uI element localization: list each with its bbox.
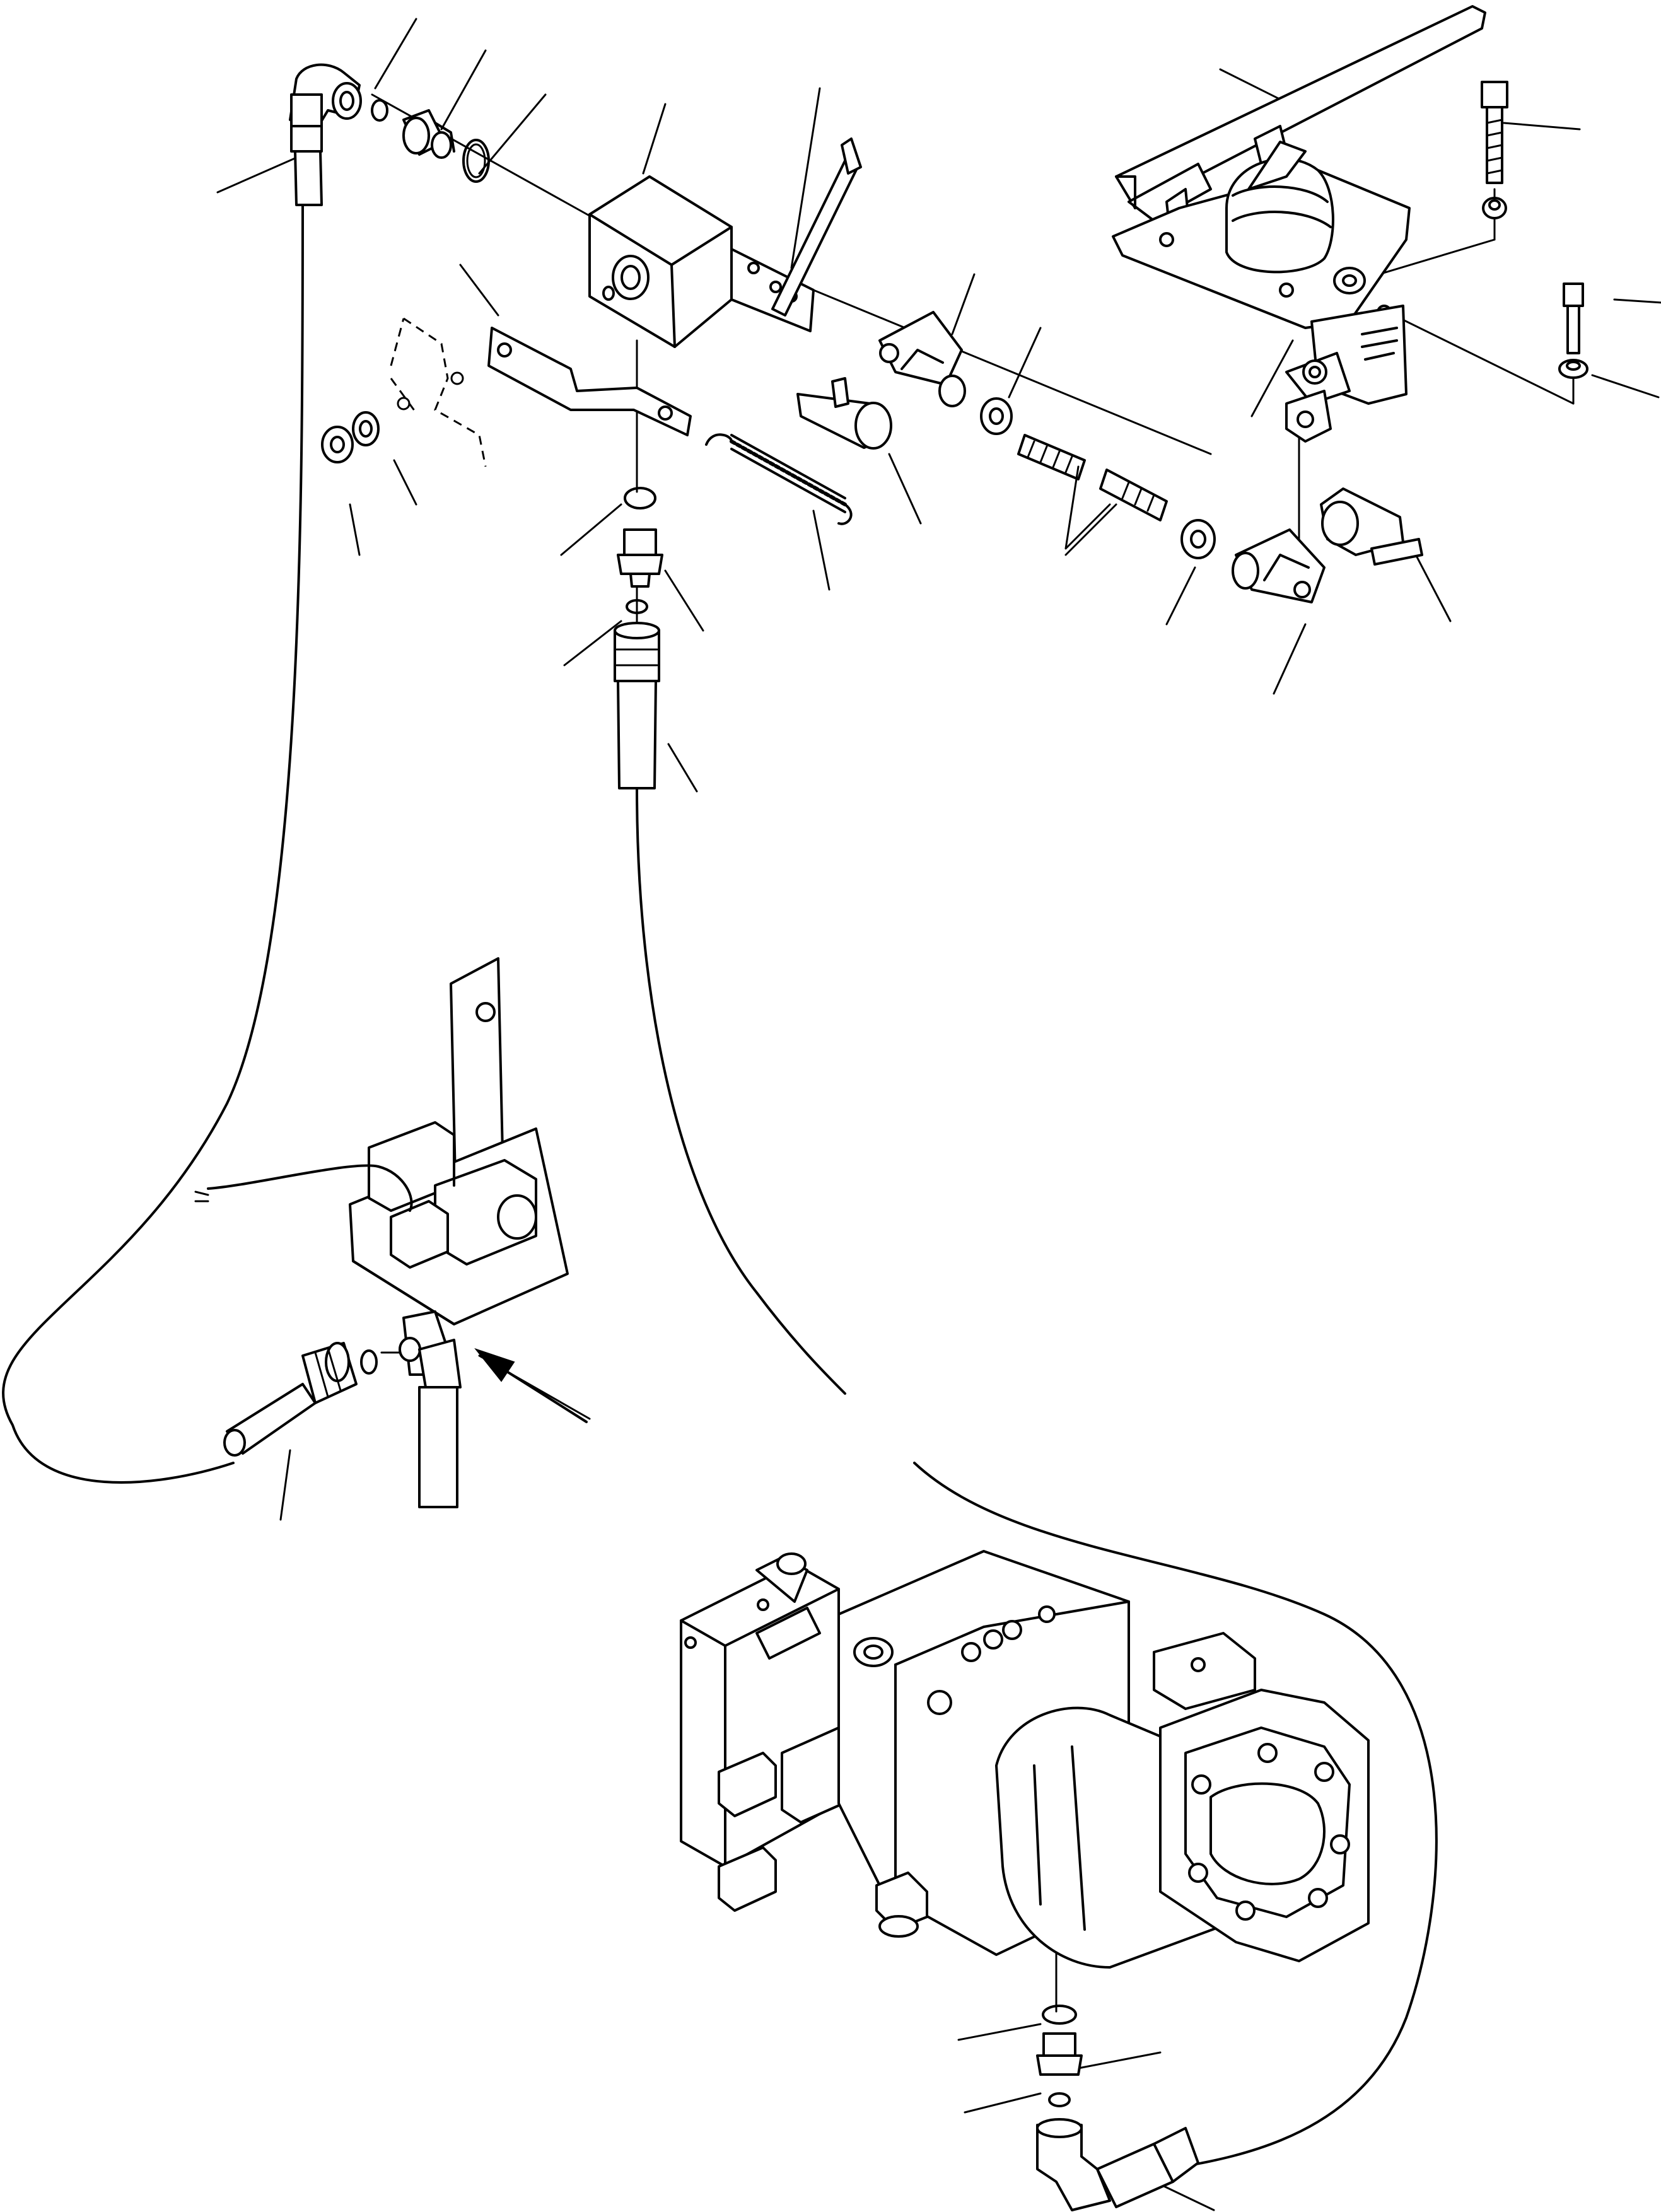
nut-left [321, 426, 354, 463]
leader-lines [216, 18, 1661, 2211]
o-ring-bottom-upper [1042, 2005, 1077, 2025]
o-ring-center-lower [626, 599, 648, 614]
bolt-pedal-right [1558, 282, 1588, 379]
clip-pin-right [1320, 487, 1423, 566]
nipple-fitting-center [617, 528, 663, 588]
o-ring-bottom-lower [1048, 2092, 1071, 2107]
washer-left [352, 411, 380, 446]
tension-spring [705, 433, 853, 525]
lock-nut-a [980, 397, 1013, 435]
hose-route-center [636, 787, 1438, 2170]
nipple-fitting-bottom [1036, 2032, 1083, 2076]
dashed-panel-section [390, 317, 487, 467]
o-ring-large [462, 139, 490, 183]
adapter-fitting [402, 109, 455, 159]
pedal-lower-linkage [1285, 305, 1407, 443]
o-ring-center-upper [624, 487, 656, 509]
bolt-top-center [771, 137, 862, 317]
elbow-fitting-top [289, 63, 362, 206]
pedal-base-plate [1112, 141, 1411, 329]
view-direction-arrow [474, 1348, 588, 1423]
clip-pin [796, 377, 892, 450]
lock-nut-b [1180, 519, 1216, 559]
bolt-pedal-upper [1481, 81, 1508, 219]
hose-end-left [223, 1342, 358, 1457]
solenoid-cable [194, 1164, 413, 1212]
valve-block [588, 175, 815, 348]
clevis-left [878, 311, 966, 407]
clevis-right [1232, 528, 1326, 603]
hose-end-center [614, 622, 660, 789]
solenoid-valve-unit [349, 1121, 569, 1325]
o-ring-small [371, 99, 388, 122]
threaded-rod [1017, 434, 1168, 550]
elbow-fitting-bottom [1036, 2118, 1199, 2211]
mounting-bracket [487, 327, 692, 436]
hydraulic-pump [680, 1550, 1370, 1969]
hose-route-left [2, 201, 304, 1484]
valve-port-fitting [399, 1310, 462, 1508]
o-ring-valve-port [360, 1349, 378, 1375]
